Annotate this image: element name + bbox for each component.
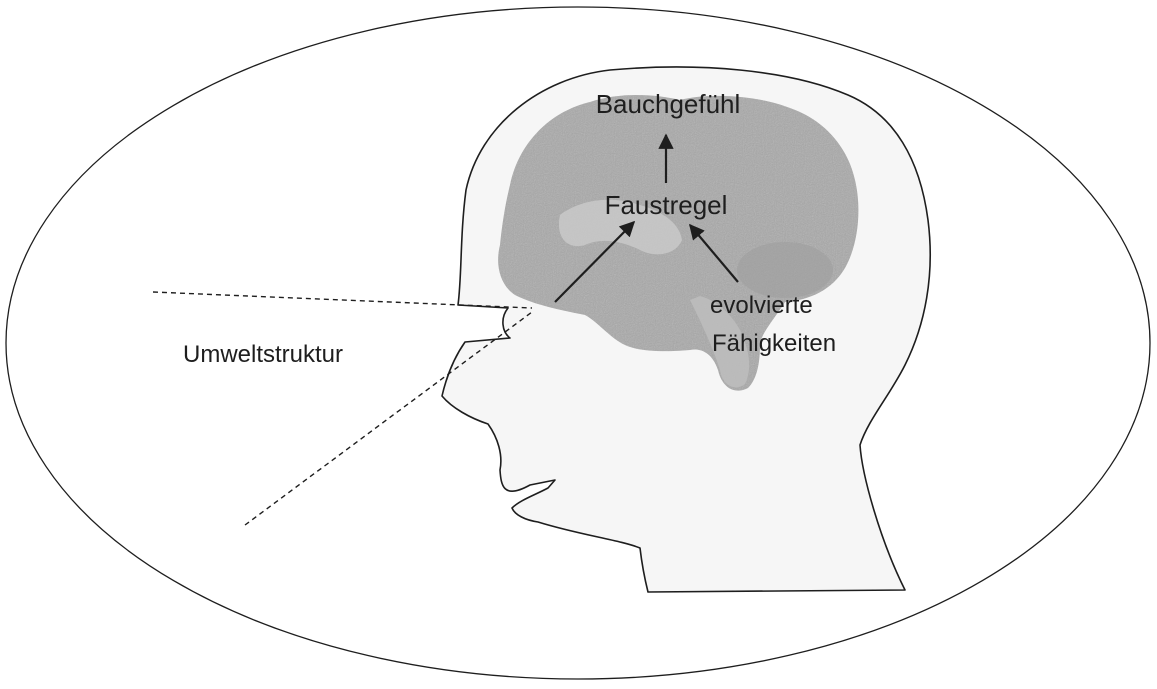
label-evolvierte-line2: Fähigkeiten xyxy=(712,330,836,357)
brain-cerebellum xyxy=(737,242,833,298)
label-bauchgefuehl: Bauchgefühl xyxy=(596,89,741,119)
label-faustregel: Faustregel xyxy=(605,190,728,220)
label-evolvierte-line1: evolvierte xyxy=(710,292,813,319)
label-umweltstruktur: Umweltstruktur xyxy=(183,341,343,368)
